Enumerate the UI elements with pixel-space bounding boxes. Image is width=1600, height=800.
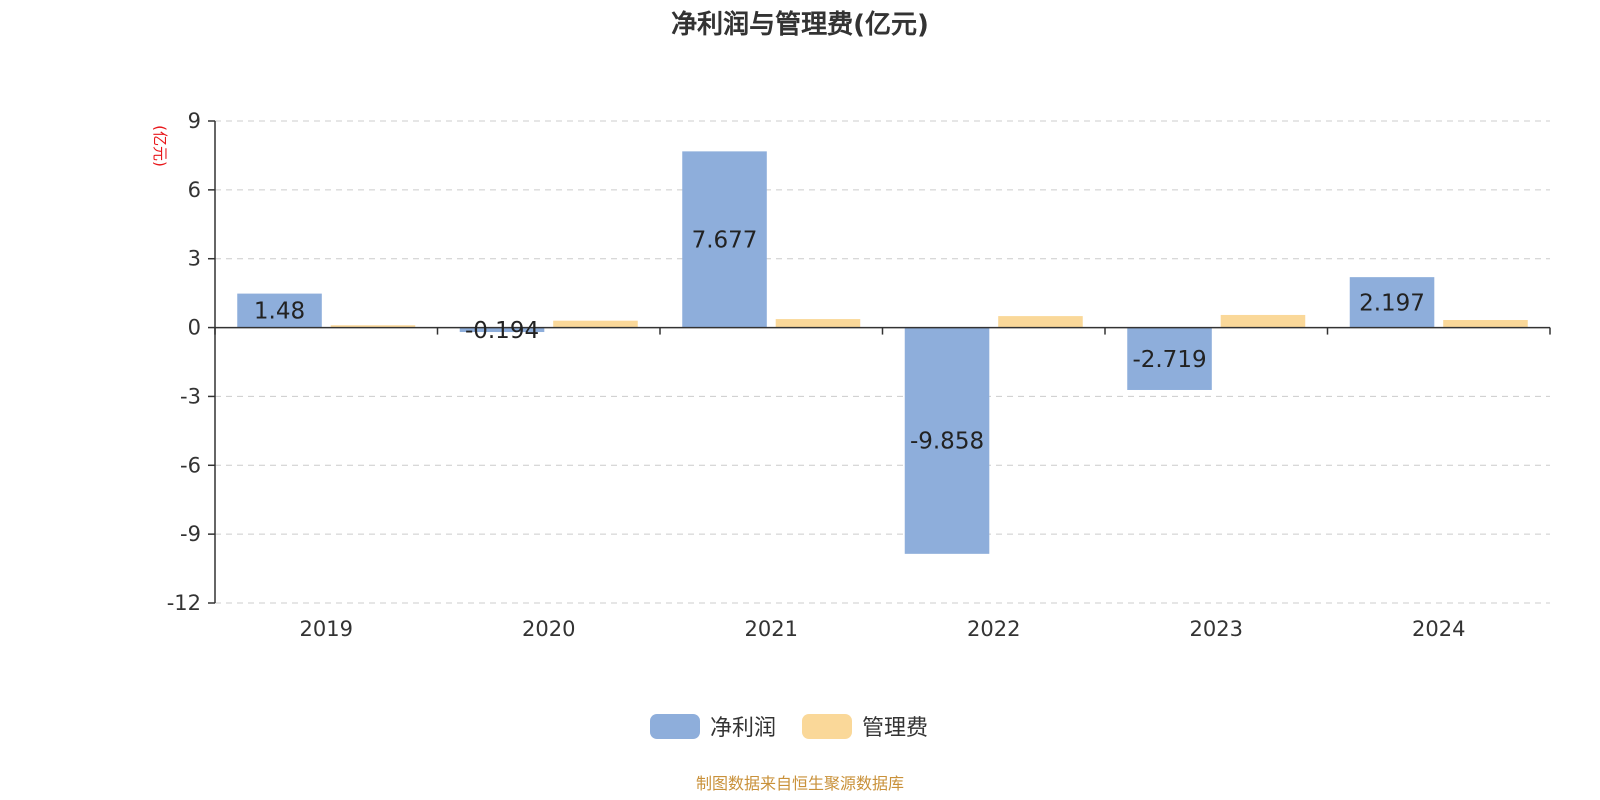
x-axis-ticks: 2019 2020 2021 2022 2023 2024 xyxy=(214,327,1551,641)
y-tick-label: -6 xyxy=(180,453,201,477)
y-tick-label: -3 xyxy=(180,384,201,408)
bar-admin-expense xyxy=(1220,314,1306,328)
y-tick-label: 9 xyxy=(188,109,201,133)
legend-swatch xyxy=(650,714,700,739)
bar-admin-expense xyxy=(775,319,861,328)
source-note: 制图数据来自恒生聚源数据库 xyxy=(696,774,904,793)
gridlines xyxy=(215,120,1550,604)
x-tick-label: 2019 xyxy=(300,617,353,641)
y-tick-label: 0 xyxy=(188,316,201,340)
data-label: 2.197 xyxy=(1359,290,1425,316)
bar-net-profit xyxy=(237,293,322,328)
data-label: -2.719 xyxy=(1132,347,1206,373)
bars xyxy=(237,151,1528,554)
data-label: -0.194 xyxy=(465,318,539,344)
legend-label: 净利润 xyxy=(710,716,776,741)
bar-admin-expense xyxy=(1443,319,1528,328)
y-tick-label: 6 xyxy=(188,178,201,202)
data-label: 7.677 xyxy=(692,227,758,253)
x-tick-label: 2024 xyxy=(1412,617,1465,641)
x-tick-label: 2020 xyxy=(522,617,575,641)
data-labels: 1.48 -0.194 7.677 -9.858 -2.719 2.197 xyxy=(254,227,1425,454)
x-tick-label: 2023 xyxy=(1190,617,1243,641)
y-tick-label: 3 xyxy=(188,247,201,271)
legend-label: 管理费 xyxy=(862,716,928,741)
bar-admin-expense xyxy=(330,325,416,328)
bar-net-profit xyxy=(1349,277,1435,328)
bar-admin-expense xyxy=(998,316,1083,328)
x-tick-label: 2022 xyxy=(967,617,1020,641)
bar-net-profit xyxy=(904,327,990,554)
x-tick-label: 2021 xyxy=(745,617,798,641)
bar-net-profit xyxy=(682,151,767,328)
data-label: 1.48 xyxy=(254,299,305,325)
bar-net-profit xyxy=(459,327,545,333)
bar-net-profit xyxy=(1127,327,1212,390)
legend-swatch xyxy=(802,714,852,739)
y-axis-ticks: 9 6 3 0 -3 -6 -9 -12 xyxy=(167,109,215,615)
y-axis-label: (亿元) xyxy=(151,125,169,167)
y-tick-label: -12 xyxy=(167,591,201,615)
y-tick-label: -9 xyxy=(180,522,201,546)
chart-title: 净利润与管理费(亿元) xyxy=(671,9,929,40)
legend: 净利润 管理费 xyxy=(650,714,928,741)
bar-admin-expense xyxy=(553,320,638,328)
data-label: -9.858 xyxy=(910,429,984,455)
axes xyxy=(214,121,1550,603)
